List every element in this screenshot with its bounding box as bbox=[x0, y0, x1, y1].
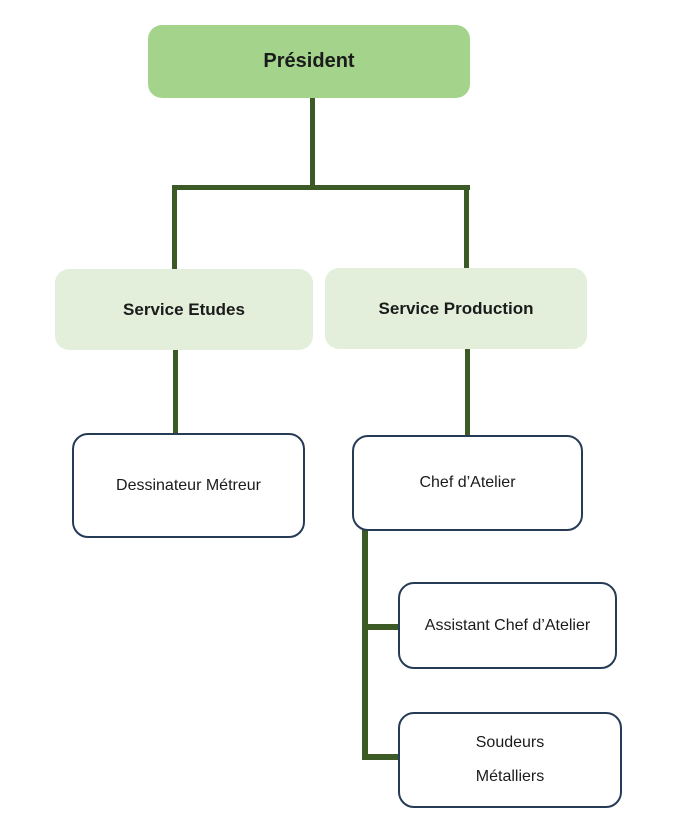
node-service-production-label: Service Production bbox=[378, 298, 534, 318]
node-dessinateur-metreur: Dessinateur Métreur bbox=[72, 433, 305, 538]
node-chef-atelier: Chef d’Atelier bbox=[352, 435, 583, 531]
connector-chef-down-trunk bbox=[362, 530, 368, 760]
connector-stub-soudeurs bbox=[362, 754, 398, 760]
node-assistant-chef-atelier: Assistant Chef d’Atelier bbox=[398, 582, 617, 669]
connector-president-down bbox=[310, 98, 315, 189]
connector-to-service-production bbox=[464, 185, 469, 269]
connector-etudes-to-dessinateur bbox=[173, 350, 178, 433]
node-service-production: Service Production bbox=[325, 268, 587, 349]
node-dessinateur-metreur-label: Dessinateur Métreur bbox=[116, 476, 261, 494]
node-assistant-chef-atelier-label: Assistant Chef d’Atelier bbox=[424, 616, 591, 634]
node-soudeurs-line1: Soudeurs bbox=[475, 734, 545, 751]
node-president-label: Président bbox=[263, 50, 355, 72]
node-service-etudes: Service Etudes bbox=[55, 269, 313, 350]
node-president: Président bbox=[148, 25, 470, 98]
connector-to-service-etudes bbox=[172, 185, 177, 269]
connector-horizontal-bar bbox=[172, 185, 470, 190]
node-service-etudes-label: Service Etudes bbox=[123, 299, 245, 319]
node-soudeurs-line2: Métalliers bbox=[475, 768, 545, 785]
node-chef-atelier-label: Chef d’Atelier bbox=[419, 474, 516, 491]
connector-stub-assistant bbox=[362, 624, 398, 630]
node-soudeurs-metalliers: Soudeurs Métalliers bbox=[398, 712, 622, 808]
connector-production-to-chef bbox=[465, 349, 470, 435]
